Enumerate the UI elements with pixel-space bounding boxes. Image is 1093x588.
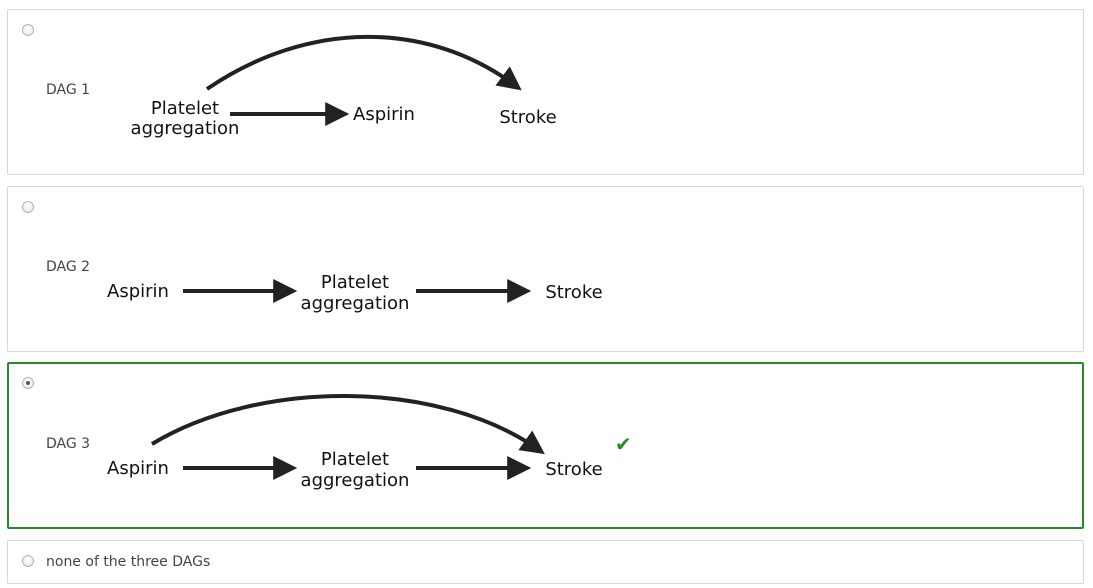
answer-option-dag-1[interactable]: DAG 1 Platelet aggregation Aspirin Strok…	[7, 9, 1084, 175]
node-platelet-line2: aggregation	[301, 293, 410, 314]
node-stroke: Stroke	[545, 282, 602, 303]
node-platelet-line2: aggregation	[301, 470, 410, 491]
node-platelet-line1: Platelet	[321, 272, 389, 293]
option-label-dag-3: DAG 3	[46, 436, 91, 452]
radio-none[interactable]	[22, 555, 34, 567]
answer-option-dag-2[interactable]: DAG 2 Aspirin Platelet aggregation Strok…	[7, 186, 1084, 352]
node-aspirin: Aspirin	[353, 104, 415, 125]
radio-dag-2[interactable]	[22, 201, 34, 213]
radio-dag-1[interactable]	[22, 24, 34, 36]
node-platelet-line2: aggregation	[131, 118, 240, 139]
edge-platelet-to-stroke	[205, 34, 522, 91]
answer-option-none[interactable]: none of the three DAGs	[7, 540, 1084, 584]
option-label-dag-2: DAG 2	[46, 259, 91, 275]
edge-aspirin-to-stroke	[150, 394, 545, 455]
option-label-none: none of the three DAGs	[46, 554, 211, 570]
option-label-dag-1: DAG 1	[46, 82, 91, 98]
node-stroke: Stroke	[499, 107, 556, 128]
check-icon: ✔	[615, 432, 632, 456]
dag-3-diagram: Aspirin Platelet aggregation Stroke	[107, 394, 603, 491]
dag-2-diagram: Aspirin Platelet aggregation Stroke	[107, 272, 603, 314]
node-platelet-line1: Platelet	[151, 98, 219, 119]
node-aspirin: Aspirin	[107, 281, 169, 302]
radio-dag-3[interactable]	[22, 377, 34, 389]
node-platelet-line1: Platelet	[321, 449, 389, 470]
answer-option-dag-3[interactable]: DAG 3 Aspirin Platelet aggregation Strok…	[7, 362, 1084, 529]
dag-1-diagram: Platelet aggregation Aspirin Stroke	[131, 34, 557, 139]
node-stroke: Stroke	[545, 459, 602, 480]
node-aspirin: Aspirin	[107, 458, 169, 479]
